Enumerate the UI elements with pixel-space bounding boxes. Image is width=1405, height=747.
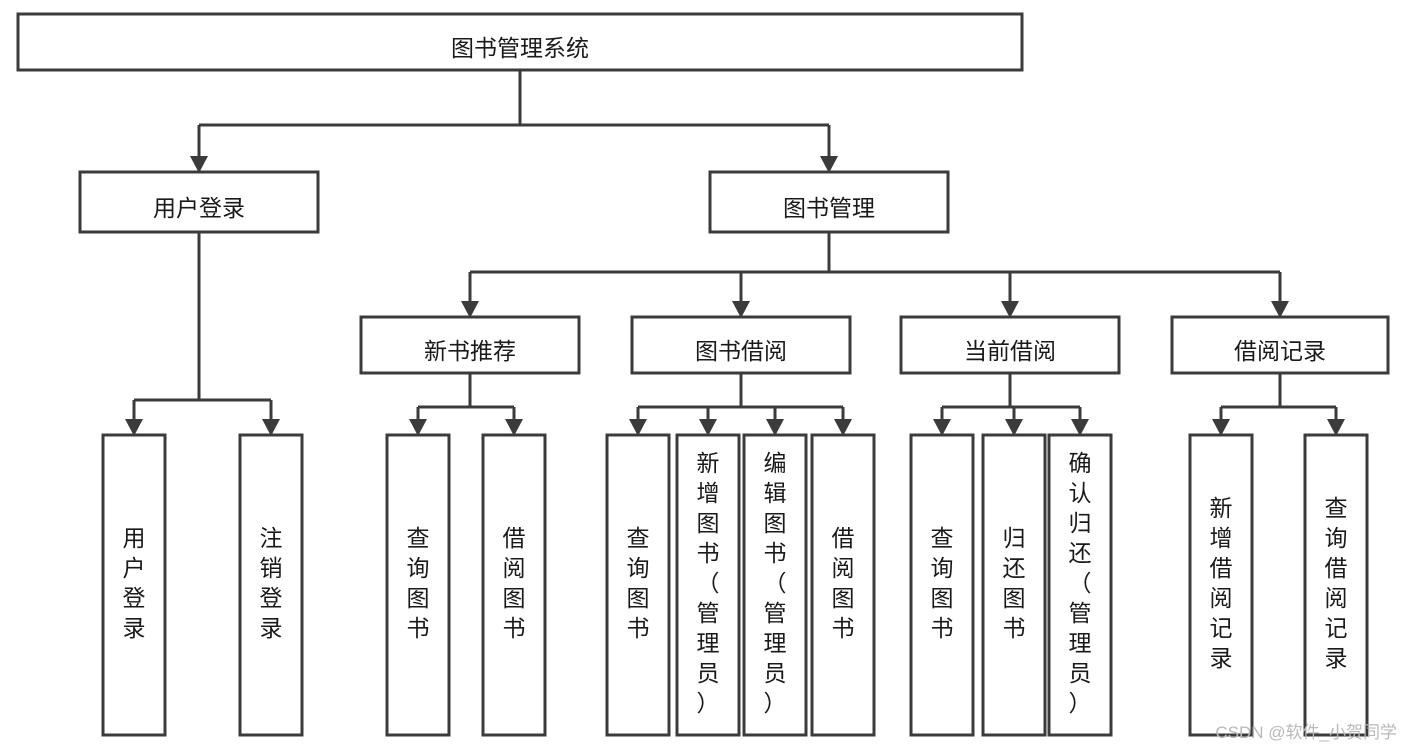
node-label: 确认归还（管理员） [1069,450,1092,716]
arrow-head-icon [1005,419,1023,436]
arrow-head-icon [461,301,479,318]
node-box[interactable] [708,170,950,234]
node-label: 新增借阅记录 [1210,495,1233,671]
node-leaf-current-return[interactable]: 归还图书 [981,433,1047,737]
node-label: 注销登录 [260,525,283,641]
node-box[interactable] [630,315,852,375]
node-label: 用户登录 [153,195,245,221]
node-label: 用户登录 [123,525,146,641]
node-label: 归还图书 [1003,525,1026,641]
node-root[interactable]: 图书管理系统 [16,12,1024,72]
node-label: 查询借阅记录 [1325,495,1348,671]
node-box[interactable] [675,433,741,737]
connector-group-bookmgmt [461,232,1289,318]
arrow-head-icon [732,301,750,318]
arrow-head-icon [125,419,143,436]
node-label: 借阅图书 [503,525,526,641]
node-box[interactable] [1170,315,1390,375]
arrow-head-icon [1071,419,1089,436]
node-label: 借阅记录 [1234,338,1326,364]
node-leaf-user-logout[interactable]: 注销登录 [238,433,304,737]
arrow-head-icon [933,419,951,436]
node-leaf-newbook-query[interactable]: 查询图书 [385,433,451,737]
node-box[interactable] [101,433,167,737]
node-box[interactable] [899,315,1121,375]
node-leaf-records-query[interactable]: 查询借阅记录 [1303,433,1369,737]
node-label: 查询图书 [627,525,650,641]
node-box[interactable] [1188,433,1254,737]
connector-group-current [933,373,1089,436]
node-bookmgmt[interactable]: 图书管理 [708,170,950,234]
node-label: 图书管理系统 [451,35,589,61]
node-label: 新增图书（管理员） [697,450,720,716]
node-leaf-records-add[interactable]: 新增借阅记录 [1188,433,1254,737]
arrow-head-icon [1327,419,1345,436]
arrow-head-icon [820,156,838,173]
arrow-head-icon [766,419,784,436]
node-leaf-user-login[interactable]: 用户登录 [101,433,167,737]
node-login[interactable]: 用户登录 [78,170,320,234]
node-leaf-borrow-edit[interactable]: 编辑图书（管理员） [742,433,808,737]
arrow-head-icon [699,419,717,436]
node-leaf-borrow-lend[interactable]: 借阅图书 [810,433,876,737]
node-label: 查询图书 [931,525,954,641]
node-leaf-current-confirm[interactable]: 确认归还（管理员） [1047,433,1113,737]
node-box[interactable] [742,433,808,737]
node-box[interactable] [605,433,671,737]
arrow-head-icon [262,419,280,436]
node-leaf-borrow-query[interactable]: 查询图书 [605,433,671,737]
arrow-head-icon [1212,419,1230,436]
node-borrow[interactable]: 图书借阅 [630,315,852,375]
node-box[interactable] [909,433,975,737]
node-box[interactable] [238,433,304,737]
arrow-head-icon [1001,301,1019,318]
arrow-head-icon [834,419,852,436]
connector-group-root [190,70,838,173]
nodes-layer: 图书管理系统用户登录图书管理新书推荐图书借阅当前借阅借阅记录用户登录注销登录查询… [16,12,1390,737]
arrow-head-icon [1271,301,1289,318]
connector-group-login [125,232,280,436]
node-leaf-current-query[interactable]: 查询图书 [909,433,975,737]
connector-group-records [1212,373,1345,436]
node-label: 图书借阅 [695,338,787,364]
node-box[interactable] [359,315,581,375]
arrow-head-icon [629,419,647,436]
node-box[interactable] [1303,433,1369,737]
node-records[interactable]: 借阅记录 [1170,315,1390,375]
node-label: 当前借阅 [964,338,1056,364]
connector-group-newbook [409,373,523,436]
node-label: 新书推荐 [424,338,516,364]
arrow-head-icon [505,419,523,436]
node-label: 图书管理 [783,195,875,221]
node-box[interactable] [1047,433,1113,737]
node-newbook[interactable]: 新书推荐 [359,315,581,375]
node-box[interactable] [16,12,1024,72]
connector-group-borrow [629,373,852,436]
node-box[interactable] [810,433,876,737]
edges-layer [125,70,1345,436]
node-box[interactable] [481,433,547,737]
node-label: 借阅图书 [832,525,855,641]
node-label: 查询图书 [407,525,430,641]
arrow-head-icon [409,419,427,436]
node-box[interactable] [981,433,1047,737]
node-label: 编辑图书（管理员） [764,450,787,716]
node-current[interactable]: 当前借阅 [899,315,1121,375]
node-leaf-borrow-add[interactable]: 新增图书（管理员） [675,433,741,737]
node-box[interactable] [385,433,451,737]
node-box[interactable] [78,170,320,234]
node-leaf-newbook-borrow[interactable]: 借阅图书 [481,433,547,737]
arrow-head-icon [190,156,208,173]
